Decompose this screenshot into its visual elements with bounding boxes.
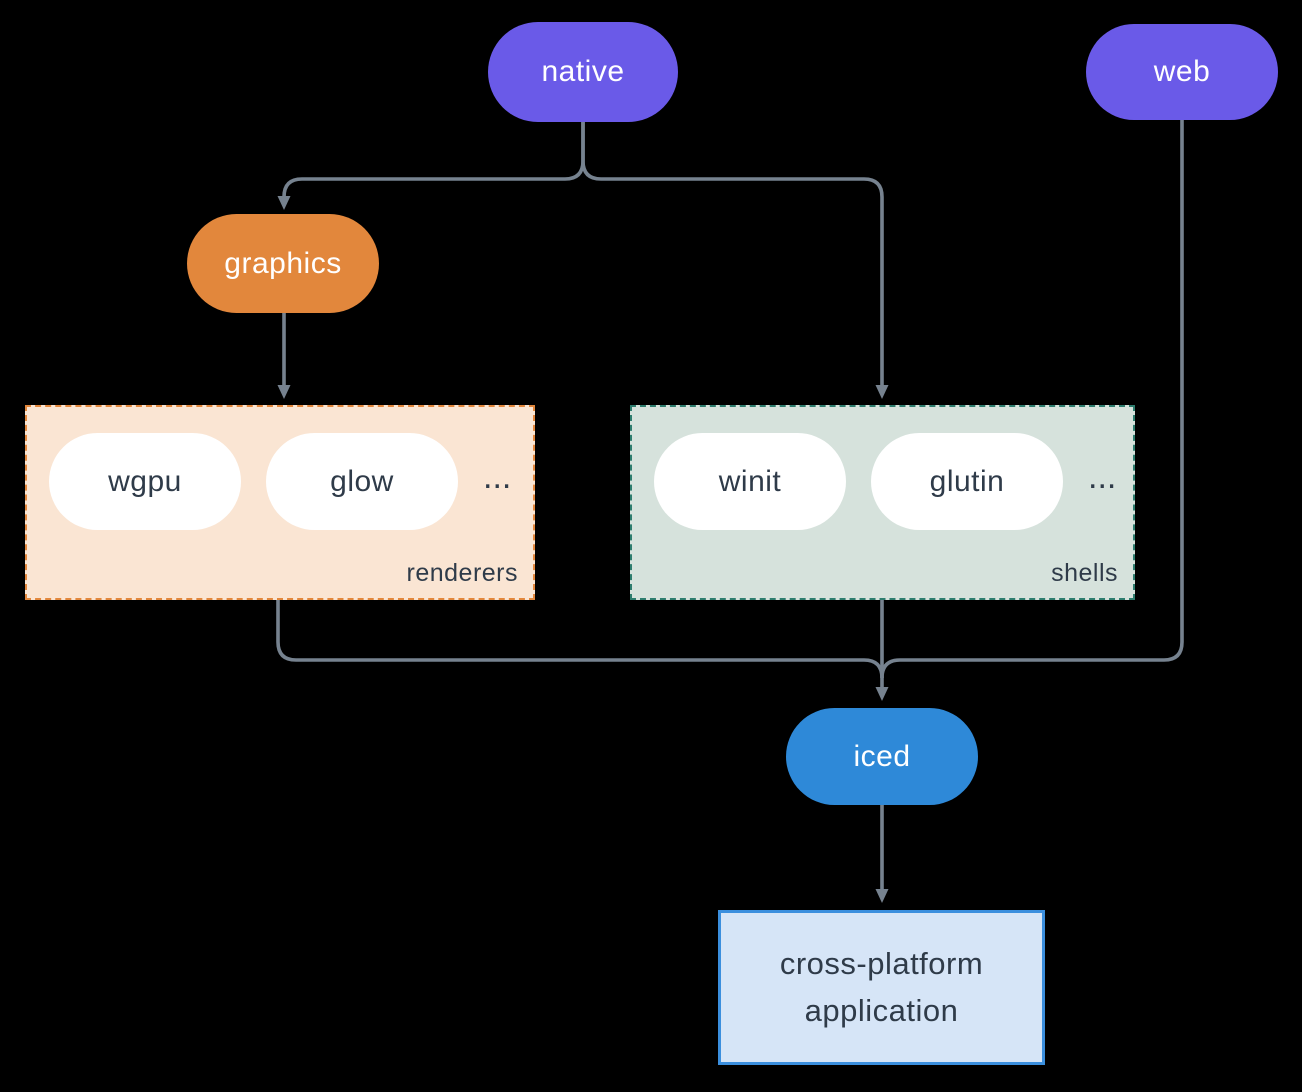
- group-shells: winit glutin ... shells: [630, 405, 1135, 600]
- node-iced-label: iced: [853, 739, 911, 773]
- renderers-ellipsis: ...: [483, 458, 512, 496]
- node-web: web: [1086, 24, 1278, 120]
- node-glow: glow: [266, 433, 458, 530]
- renderers-group-label: renderers: [406, 559, 518, 587]
- node-wgpu-label: wgpu: [108, 464, 182, 498]
- node-web-label: web: [1153, 55, 1211, 88]
- node-winit-label: winit: [718, 464, 782, 498]
- node-glutin: glutin: [871, 433, 1063, 530]
- node-native-label: native: [541, 55, 625, 88]
- app-label-line1: cross-platform: [779, 946, 984, 981]
- renderers-pill-row: wgpu glow ...: [27, 407, 533, 530]
- edge-renderers-to-junction: [276, 600, 884, 679]
- edge-native-to-shells: [581, 122, 889, 399]
- node-winit: winit: [654, 433, 846, 530]
- node-iced: iced: [786, 708, 978, 805]
- app-label-line2: application: [804, 992, 959, 1028]
- node-graphics: graphics: [187, 214, 379, 313]
- node-glutin-label: glutin: [929, 464, 1005, 498]
- node-cross-platform-application: cross-platform application: [718, 910, 1045, 1065]
- edge-web-to-junction: [880, 120, 1184, 679]
- edge-native-to-graphics: [277, 122, 585, 210]
- group-renderers: wgpu glow ... renderers: [25, 405, 535, 600]
- node-glow-label: glow: [330, 464, 394, 498]
- shells-group-label: shells: [1051, 559, 1118, 587]
- node-wgpu: wgpu: [49, 433, 241, 530]
- node-graphics-label: graphics: [224, 246, 342, 280]
- node-native: native: [488, 22, 678, 122]
- shells-pill-row: winit glutin ...: [632, 407, 1133, 530]
- shells-ellipsis: ...: [1088, 458, 1117, 496]
